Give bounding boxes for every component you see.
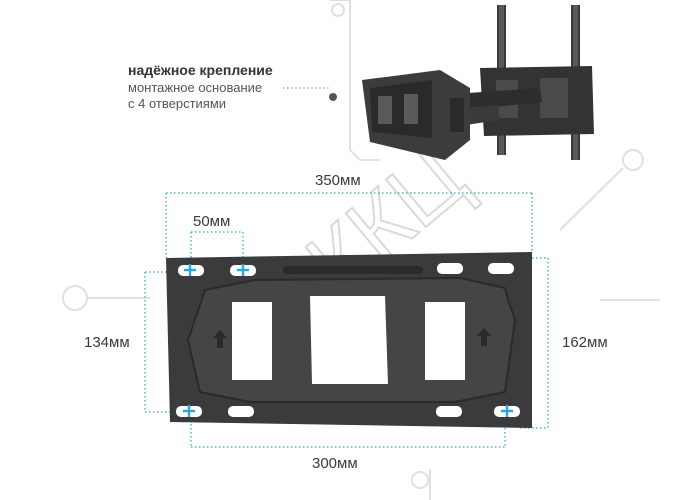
mount-photo xyxy=(362,5,594,160)
screw-slots xyxy=(176,263,520,417)
cross-marker-icon xyxy=(183,264,513,417)
wall-plate xyxy=(166,252,532,428)
leader-dot xyxy=(329,93,337,101)
description-title: надёжное крепление xyxy=(128,62,273,78)
arrow-up-icon xyxy=(213,330,227,348)
dimension-label-right: 162мм xyxy=(562,334,608,351)
description-line-1: монтажное основание xyxy=(128,80,263,95)
dimension-label-top: 350мм xyxy=(315,172,361,189)
dimension-label-bottom: 300мм xyxy=(312,455,358,472)
watermark xyxy=(62,0,660,500)
arrow-up-icon xyxy=(477,328,491,346)
description-line-2: с 4 отверстиями xyxy=(128,96,227,111)
dimension-label-left: 134мм xyxy=(84,334,130,351)
dimension-label-hole-spacing: 50мм xyxy=(193,213,231,230)
